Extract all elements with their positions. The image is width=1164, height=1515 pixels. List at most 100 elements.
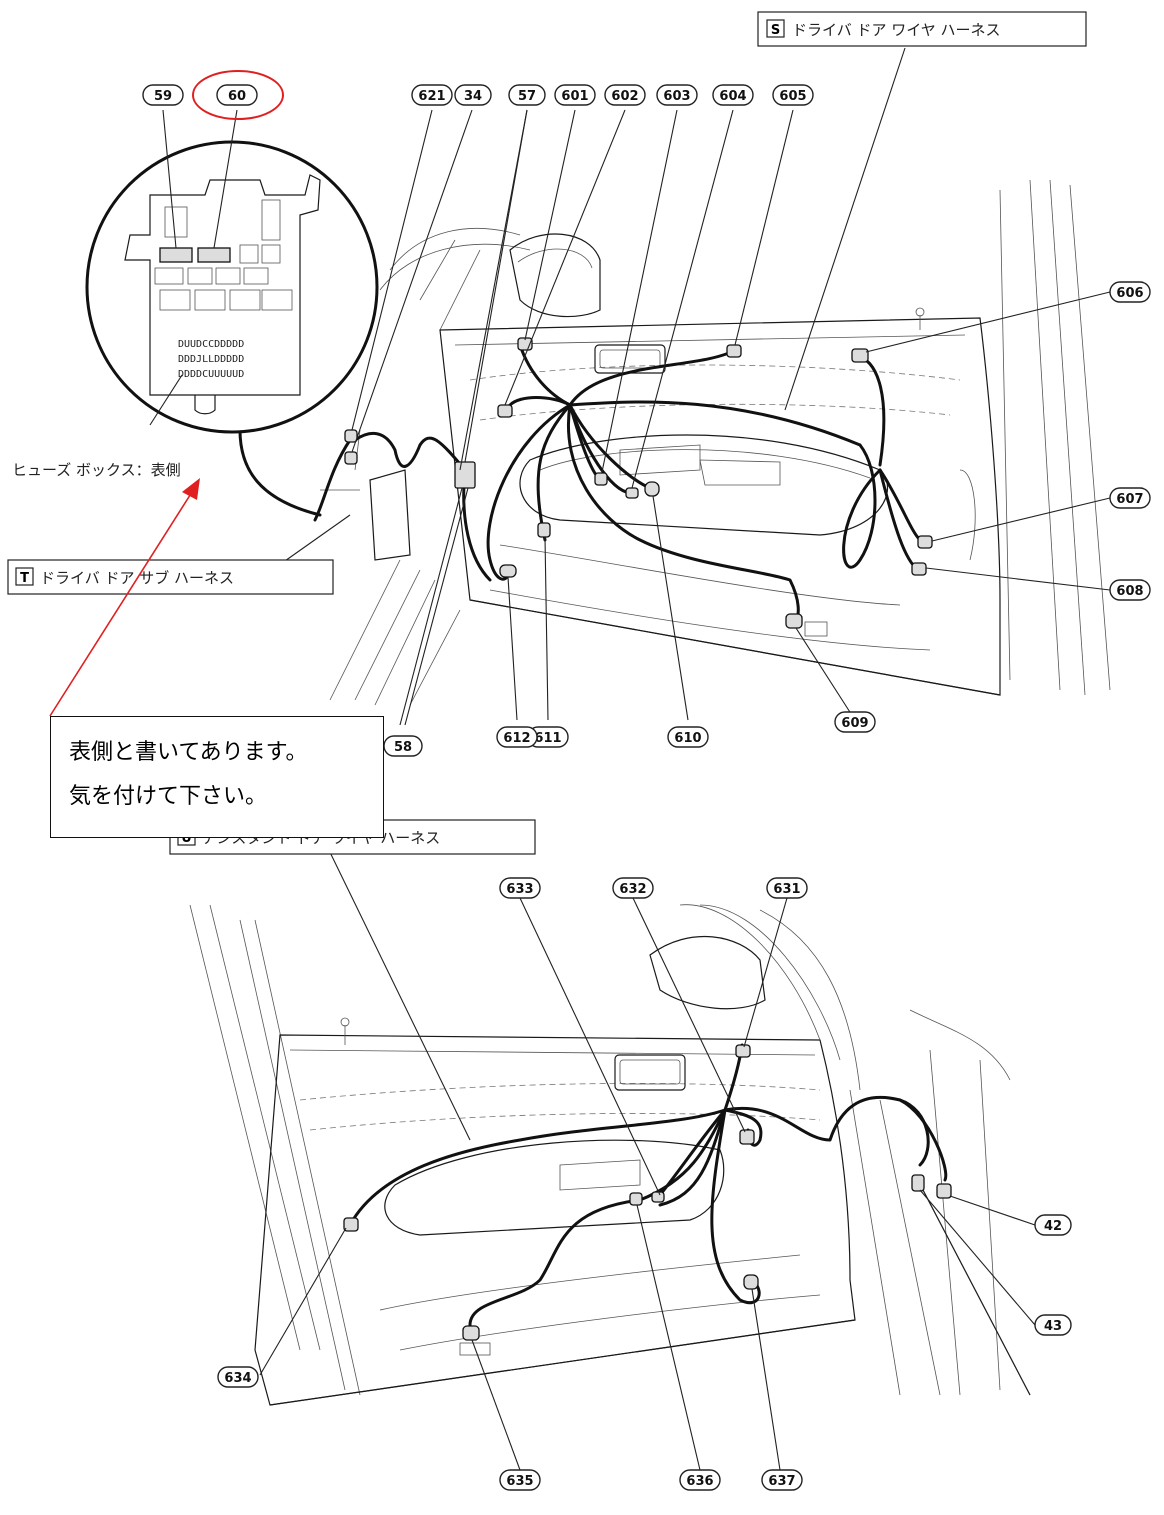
tag-42: 42 [1034,1214,1072,1236]
connector-633 [651,1191,665,1203]
tag-609: 609 [834,711,876,733]
tag-637: 637 [761,1469,803,1491]
connector-608 [911,562,927,576]
fuse-box-label: ヒューズ ボックス：表側 [12,461,181,479]
connector-42 [936,1183,952,1199]
tag-636: 636 [679,1469,721,1491]
tag-621: 621 [411,84,453,106]
svg-text:636: 636 [686,1474,713,1489]
svg-text:DDDJLLDDDDD: DDDJLLDDDDD [178,354,244,365]
tag-43: 43 [1034,1314,1072,1336]
connector-632 [739,1129,755,1145]
connector-604 [625,487,639,499]
svg-text:DDDDCUUUUUD: DDDDCUUUUUD [178,369,244,380]
note-line-1: 表側と書いてあります。 [69,740,308,765]
annotation-note: 表側と書いてあります。 気を付けて下さい。 [50,716,384,838]
top-connectors [344,337,933,637]
svg-text:621: 621 [418,89,445,104]
bottom-connectors [343,1044,952,1356]
svg-text:60: 60 [228,89,246,104]
tag-612: 612 [496,726,538,748]
svg-text:610: 610 [674,731,701,746]
tag-633: 633 [499,877,541,899]
connector-631 [735,1044,751,1058]
tag-631: 631 [766,877,808,899]
connector-602 [497,404,513,418]
tag-59: 59 [142,84,184,106]
tag-634: 634 [217,1366,259,1388]
connector-605 [726,344,742,358]
svg-text:34: 34 [464,89,482,104]
fuse-box-detail: DUUDCCDDDDD DDDJLLDDDDD DDDDCUUUUUD [85,140,379,434]
tag-604: 604 [712,84,754,106]
driver-door-outline [329,179,1111,706]
top-tags: 59 60 621 34 57 601 602 603 604 605 606 … [142,84,1151,757]
svg-text:59: 59 [154,89,172,104]
svg-text:607: 607 [1116,492,1143,507]
connector-635 [462,1325,480,1341]
svg-text:602: 602 [611,89,638,104]
tag-635: 635 [499,1469,541,1491]
svg-text:DUUDCCDDDDD: DUUDCCDDDDD [178,339,244,350]
tag-602: 602 [604,84,646,106]
svg-text:603: 603 [663,89,690,104]
tag-610: 610 [667,726,709,748]
svg-text:58: 58 [394,740,412,755]
connector-611 [537,522,551,538]
svg-text:ドライバ ドア ワイヤ ハーネス: ドライバ ドア ワイヤ ハーネス [792,21,1001,39]
connector-621 [344,429,358,443]
svg-text:637: 637 [768,1474,795,1489]
svg-text:T: T [20,571,29,586]
svg-text:633: 633 [506,882,533,897]
t-harness-region [320,429,411,561]
fuse-59-slot [159,247,193,263]
tag-58: 58 [383,735,423,757]
tag-603: 603 [656,84,698,106]
svg-text:612: 612 [503,731,530,746]
svg-text:609: 609 [841,716,868,731]
connector-636 [629,1192,643,1206]
connector-34 [344,451,358,465]
tag-606: 606 [1109,281,1151,303]
svg-text:605: 605 [779,89,806,104]
svg-text:43: 43 [1044,1319,1062,1334]
s-harness-label: S ドライバ ドア ワイヤ ハーネス [757,11,1087,47]
top-leaders [149,47,1111,726]
connector-607 [917,535,933,549]
t-harness-label: T ドライバ ドア サブ ハーネス [7,559,334,595]
svg-text:606: 606 [1116,286,1143,301]
svg-text:U: U [181,831,192,846]
tag-607: 607 [1109,487,1151,509]
connector-603 [594,472,608,486]
svg-text:608: 608 [1116,584,1143,599]
s-harness-wires [238,343,922,627]
assistant-door-outline [189,904,1011,1406]
connector-634 [343,1217,359,1232]
svg-text:42: 42 [1044,1219,1062,1234]
tag-632: 632 [612,877,654,899]
svg-text:611: 611 [534,731,561,746]
connector-610 [644,481,660,497]
tag-60: 60 [216,84,258,106]
svg-text:S: S [771,23,780,38]
note-line-2: 気を付けて下さい。 [69,784,268,809]
svg-text:57: 57 [518,89,536,104]
connector-606 [851,348,869,363]
bottom-tags: 633 632 631 42 43 634 635 636 637 [217,877,1072,1491]
highlight-ellipse [192,70,284,120]
svg-text:634: 634 [224,1371,251,1386]
svg-text:635: 635 [506,1474,533,1489]
connector-43 [911,1174,925,1192]
tag-34: 34 [454,84,492,106]
connector-609 [785,613,803,629]
fuse-60-slot [197,247,231,263]
svg-text:631: 631 [773,882,800,897]
tag-601: 601 [554,84,596,106]
svg-text:632: 632 [619,882,646,897]
svg-text:604: 604 [719,89,746,104]
tag-605: 605 [772,84,814,106]
tag-608: 608 [1109,579,1151,601]
svg-text:601: 601 [561,89,588,104]
bottom-leaders [259,841,1036,1471]
